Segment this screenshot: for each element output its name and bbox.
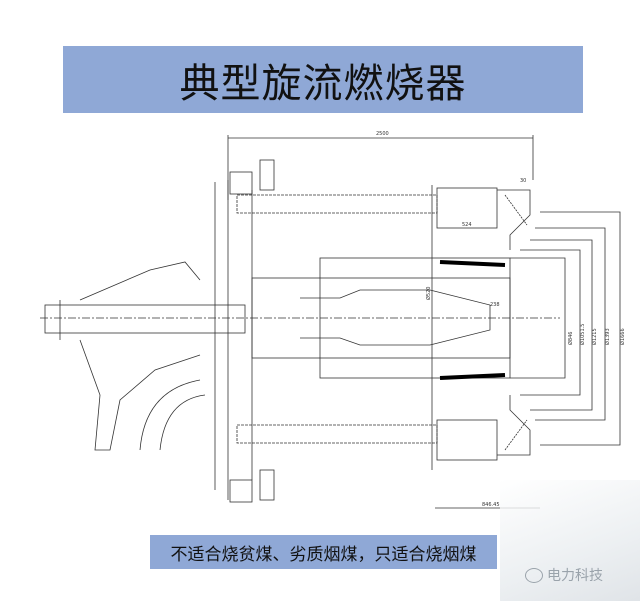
- dim-diameter: Ø1666: [619, 328, 626, 345]
- wechat-icon: [525, 567, 543, 583]
- dim-diameter: Ø846: [567, 332, 574, 345]
- dim-diameter: Ø1215: [591, 328, 598, 345]
- dim-top-offset: 30: [520, 178, 526, 184]
- dim-diameter: Ø1051.5: [579, 324, 586, 345]
- dim-inner-gap: 238: [490, 302, 500, 308]
- title-box: 典型旋流燃烧器: [63, 46, 583, 113]
- watermark: 电力科技: [525, 565, 603, 585]
- burner-drawing: 2500 30 524 238 Ø520 846.45 Ø846 Ø1051.5…: [40, 131, 626, 509]
- dim-diameter: Ø1393: [604, 328, 611, 345]
- slide-title: 典型旋流燃烧器: [179, 60, 467, 107]
- dim-box-width: 524: [462, 222, 472, 228]
- dim-bottom-width: 846.45: [482, 502, 500, 508]
- dim-inner-diameter: Ø520: [425, 287, 432, 300]
- watermark-text: 电力科技: [547, 568, 603, 584]
- slide-caption: 不适合烧贫煤、劣质烟煤，只适合烧烟煤: [170, 544, 477, 565]
- dim-overall-length: 2500: [376, 131, 389, 137]
- caption-box: 不适合烧贫煤、劣质烟煤，只适合烧烟煤: [150, 535, 497, 569]
- watermark-background: [500, 480, 640, 601]
